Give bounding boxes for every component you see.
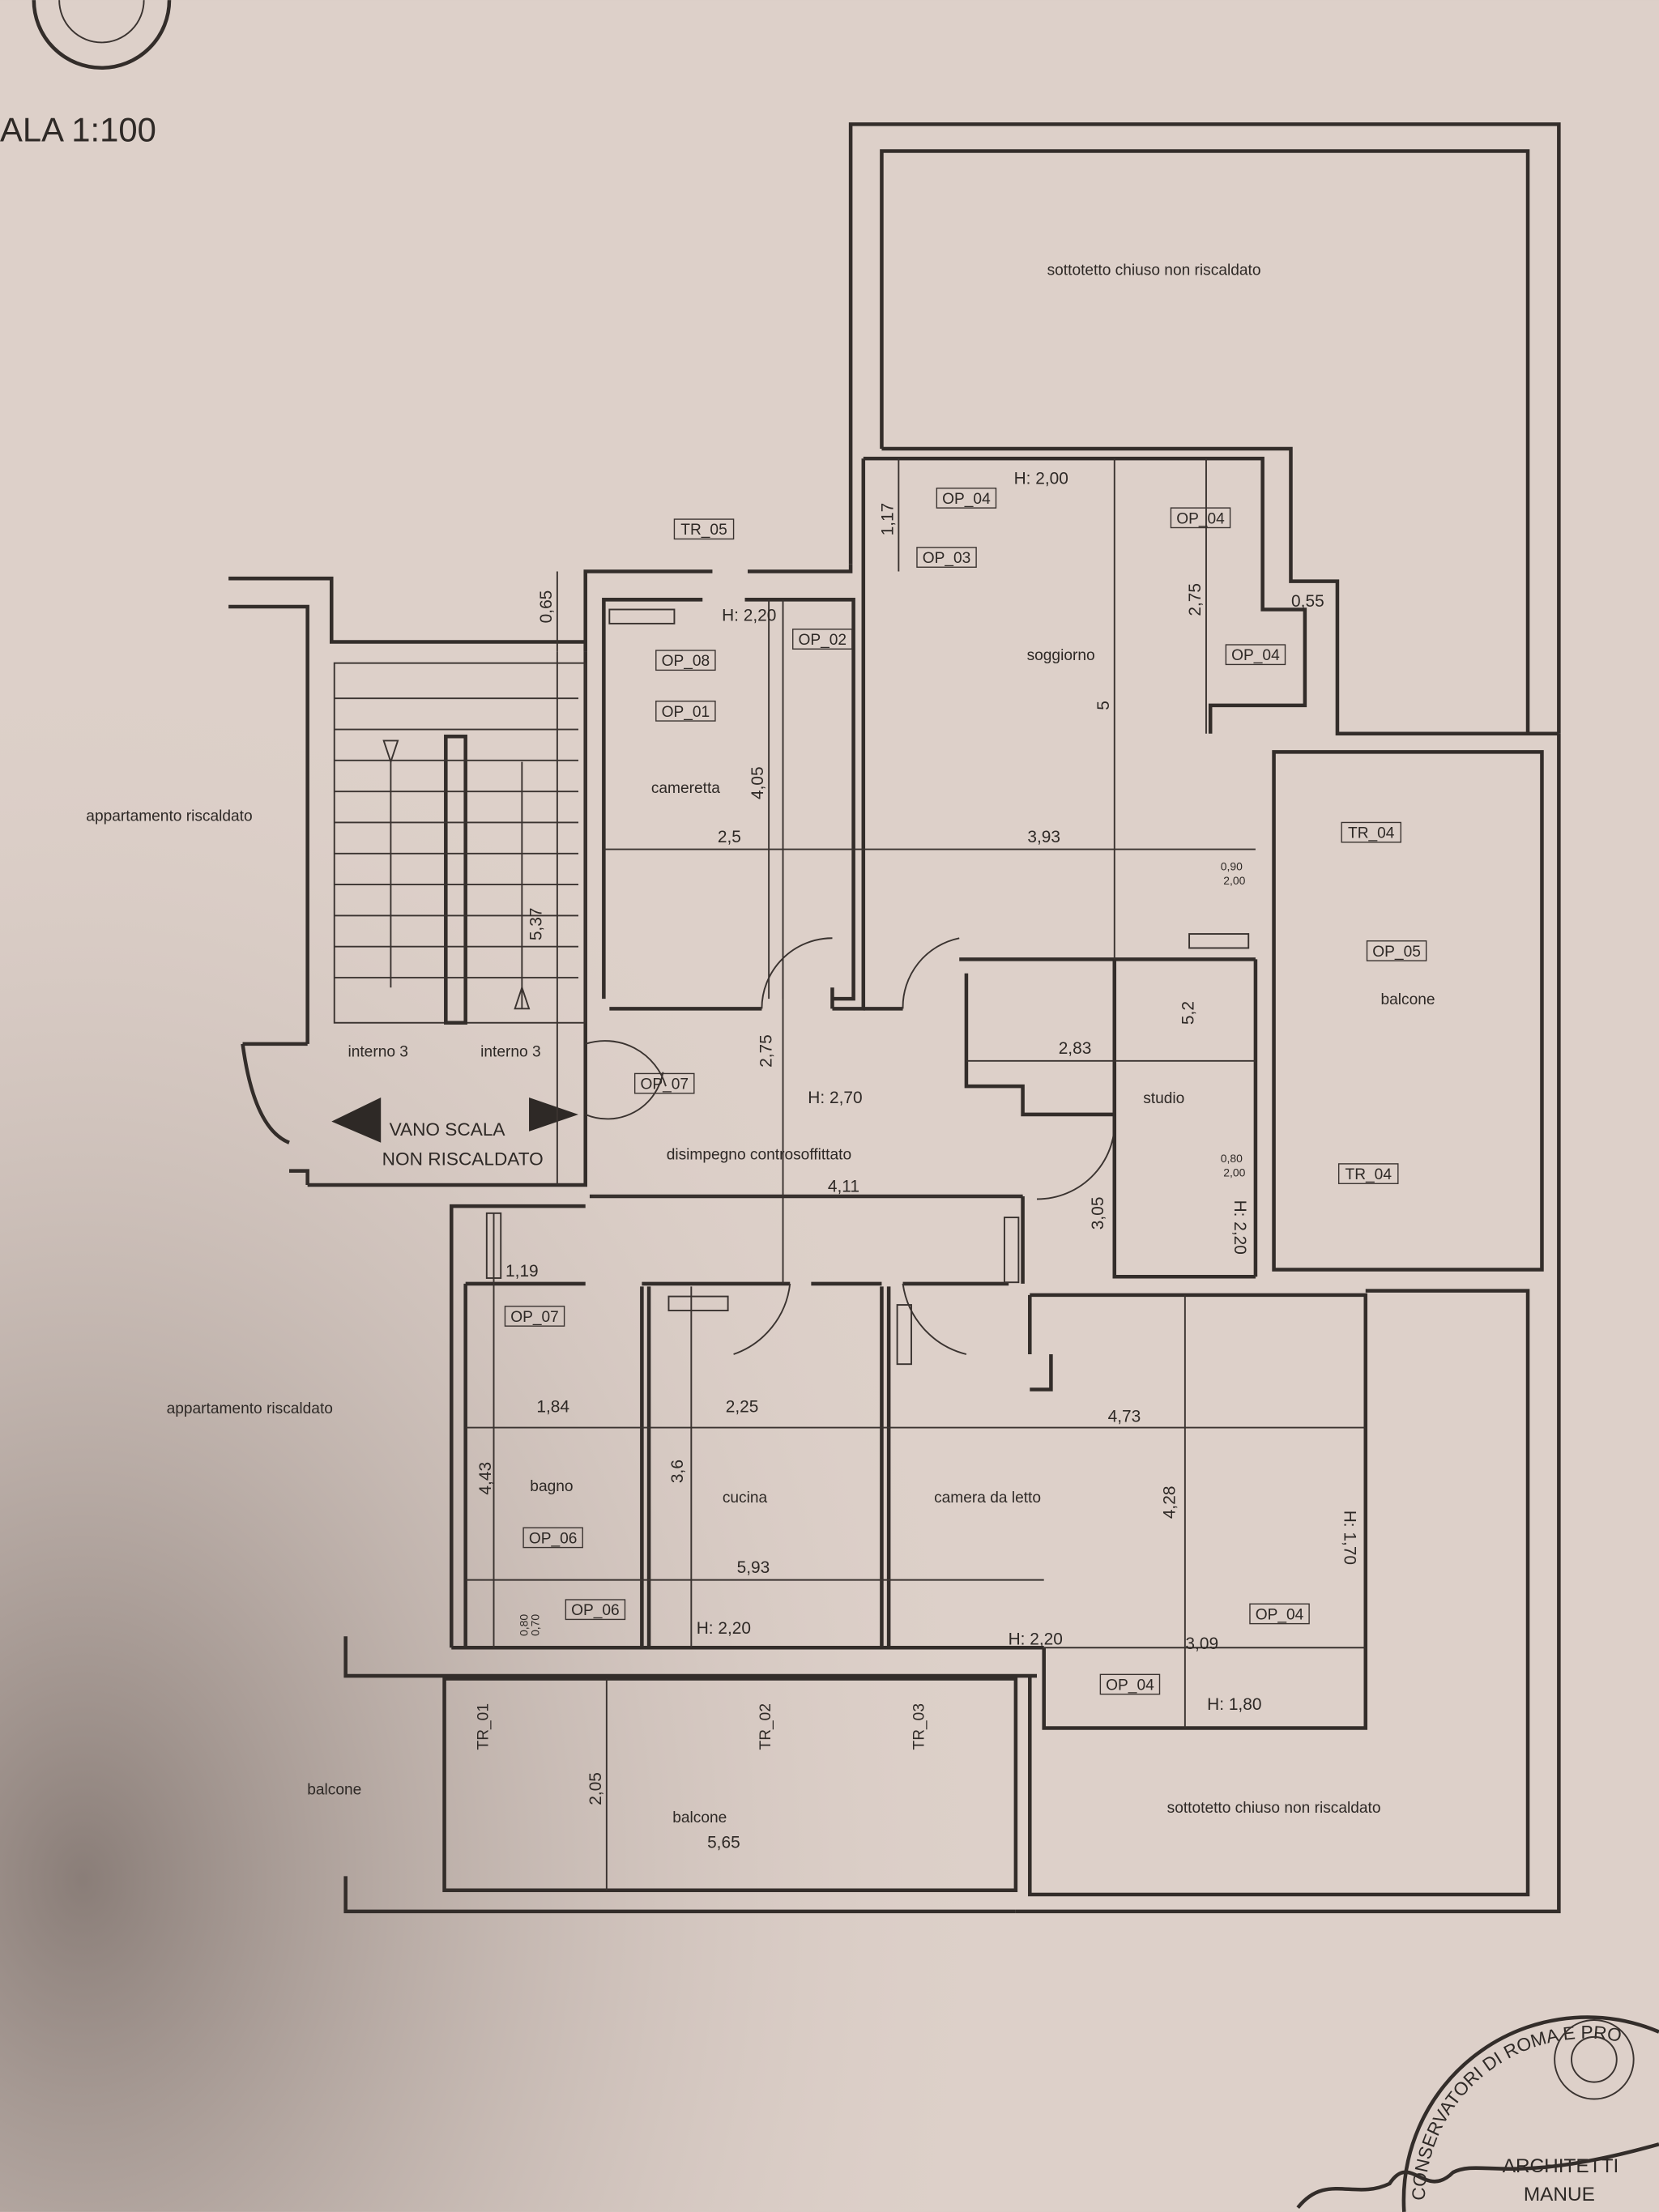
dimension-label: 2,05 (586, 1772, 605, 1805)
walls (228, 122, 1561, 1914)
window-dimension: 0,80 (517, 1614, 530, 1636)
dimension-label: 0,55 (1291, 592, 1324, 611)
opening-tag: OP_04 (1256, 1606, 1304, 1623)
opening-tag: OP_04 (1106, 1677, 1154, 1694)
window-dimension: 0,80 (1221, 1152, 1243, 1165)
window-dimension: 2,00 (1223, 874, 1245, 887)
dimension-label: 1,84 (536, 1397, 569, 1416)
opening-tag: OP_06 (529, 1530, 578, 1547)
height-labels: H: 2,00 H: 2,20 H: 2,70 H: 2,20 H: 2,20 … (697, 470, 1359, 1714)
signature (1296, 2142, 1659, 2210)
opening-tag: TR_04 (1346, 1166, 1392, 1183)
room-label: disimpegno controsoffittato (667, 1147, 851, 1164)
opening-tag: OP_02 (798, 632, 847, 649)
area-label: balcone (1380, 991, 1435, 1008)
area-label: balcone (672, 1809, 727, 1826)
dimension-label: 4,28 (1161, 1486, 1179, 1519)
area-label: sottotetto chiuso non riscaldato (1167, 1800, 1381, 1817)
dimension-label: 4,11 (828, 1178, 859, 1196)
dimension-label: 4,43 (476, 1462, 495, 1495)
area-labels: sottotetto chiuso non riscaldato sottote… (86, 262, 1435, 1826)
height-label: H: 2,70 (808, 1089, 862, 1107)
opening-tag: OP_08 (662, 653, 710, 670)
height-label: H: 2,00 (1014, 470, 1068, 488)
opening-tag: OP_07 (640, 1076, 689, 1093)
room-label: NON RISCALDATO (382, 1149, 544, 1170)
dimension-label: 5,37 (527, 908, 546, 941)
window-dimension: 0,70 (528, 1614, 541, 1636)
opening-tag: TR_03 (911, 1703, 928, 1750)
opening-tag: TR_04 (1348, 825, 1395, 842)
opening-tag: OP_04 (1176, 510, 1225, 527)
dimension-label: 5,93 (737, 1558, 770, 1577)
height-label: H: 2,20 (722, 606, 776, 624)
window-dimension: 2,00 (1223, 1166, 1245, 1179)
scale-label: ALA 1:100 (0, 110, 156, 148)
opening-tag: TR_01 (476, 1703, 493, 1750)
dimension-label: 1,17 (878, 503, 897, 536)
dimension-label: 4,73 (1108, 1408, 1141, 1426)
room-label: interno 3 (480, 1044, 541, 1061)
dimension-label: 2,25 (726, 1397, 759, 1416)
dimension-lines (465, 458, 1366, 1890)
dimension-label: 2,75 (757, 1034, 776, 1068)
dimension-label: 1,19 (505, 1262, 539, 1281)
dimension-label: 3,05 (1089, 1197, 1107, 1230)
opening-tag: OP_05 (1372, 944, 1421, 961)
area-label: balcone (307, 1781, 361, 1798)
room-label: VANO SCALA (390, 1119, 506, 1140)
area-label: appartamento riscaldato (86, 808, 252, 825)
room-label: cameretta (651, 780, 720, 797)
opening-tag: OP_07 (510, 1309, 559, 1326)
opening-tags: TR_05 OP_04 OP_03 OP_04 OP_04 OP_08 OP_0… (476, 488, 1427, 1750)
rosette-icon (1554, 2019, 1635, 2100)
opening-tag: OP_01 (662, 704, 710, 721)
dimension-label: 0,65 (537, 590, 556, 624)
room-label: soggiorno (1027, 647, 1095, 664)
balcony-hatch (1272, 750, 1544, 1272)
radiator-icon (485, 608, 1250, 1366)
area-label: sottotetto chiuso non riscaldato (1047, 262, 1261, 279)
dimension-label: 3,6 (668, 1460, 687, 1483)
opening-tag: TR_02 (757, 1703, 774, 1750)
height-label: H: 2,20 (1230, 1200, 1249, 1255)
stamp-name: MANUE (1524, 2184, 1595, 2206)
room-labels: cameretta soggiorno studio bagno cucina … (348, 647, 1184, 1507)
opening-tag: OP_04 (1231, 647, 1280, 664)
dimension-label: 2,75 (1186, 583, 1205, 616)
room-label: interno 3 (348, 1044, 408, 1061)
dimension-labels: 2,5 3,93 4,05 5 1,17 0,55 2,75 0,65 5,37… (476, 503, 1324, 1852)
opening-tag: OP_04 (942, 491, 991, 508)
north-arrow-icon (32, 0, 172, 70)
area-label: appartamento riscaldato (167, 1400, 333, 1417)
dimension-label: 2,5 (718, 828, 741, 846)
balcony-hatch (442, 1677, 1018, 1893)
height-label: H: 2,20 (1009, 1630, 1063, 1649)
height-label: H: 2,20 (697, 1619, 751, 1638)
room-label: camera da letto (934, 1490, 1041, 1507)
dimension-label: 5 (1094, 701, 1113, 710)
arrow-icon (331, 1097, 579, 1143)
window-dimension: 0,90 (1221, 860, 1243, 873)
height-label: H: 1,70 (1341, 1511, 1359, 1565)
opening-tag: TR_05 (680, 522, 727, 539)
opening-tag: OP_06 (571, 1602, 620, 1619)
opening-tag: OP_03 (923, 550, 971, 567)
dimension-label: 5,65 (707, 1834, 740, 1852)
height-label: H: 1,80 (1207, 1695, 1261, 1714)
dimension-label: 5,2 (1179, 1001, 1197, 1025)
room-label: bagno (530, 1478, 573, 1495)
stamp-ring (1401, 2015, 1659, 2212)
room-label: studio (1143, 1090, 1184, 1107)
room-label: cucina (723, 1490, 768, 1507)
stair-steps (333, 662, 586, 1025)
dimension-label: 3,09 (1185, 1634, 1218, 1653)
dimension-label: 3,93 (1027, 828, 1060, 846)
dimension-label: 4,05 (748, 766, 767, 799)
dimension-label: 2,83 (1059, 1039, 1092, 1058)
